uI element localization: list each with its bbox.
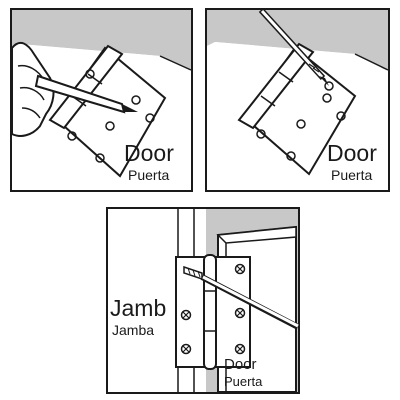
hinge	[175, 254, 251, 370]
door-label-spanish: Puerta	[128, 167, 170, 183]
screw-hole	[95, 153, 105, 163]
door-label: Door	[327, 140, 377, 166]
screw-hole	[322, 93, 332, 103]
screwdriver-shaft-inner	[202, 275, 299, 328]
knuckle-segment-line	[260, 95, 276, 107]
door-label-spanish: Puerta	[331, 167, 373, 183]
panel-install-screws-illustration	[106, 207, 300, 394]
screw-hole	[336, 111, 346, 121]
panel-drill-pilot-holes-illustration	[205, 8, 390, 192]
drill-flute	[312, 67, 320, 73]
screw	[180, 343, 192, 355]
drill-flute	[308, 63, 316, 69]
door-top-edge	[354, 53, 389, 71]
jamb-label-spanish: Jamba	[112, 322, 155, 338]
screw-hole	[145, 113, 155, 123]
hinge-knuckle	[237, 42, 315, 130]
door-top-edge	[216, 226, 297, 244]
panel-install-screws: Jamb Jamba Door Puerta	[106, 207, 300, 394]
pilot-hole	[324, 81, 334, 91]
screw-hole	[85, 69, 95, 79]
screw	[234, 343, 246, 355]
screw-hole	[296, 119, 306, 129]
wall-area	[12, 10, 191, 70]
screw-hole	[105, 121, 115, 131]
wall-area	[207, 10, 388, 70]
drill-bit	[258, 8, 334, 91]
knuckle-segment-line	[278, 71, 294, 83]
screw	[234, 307, 246, 319]
hinge-knuckle	[203, 254, 217, 370]
screw-hole	[131, 95, 141, 105]
hinge	[237, 42, 357, 176]
knuckle-segment-line	[87, 73, 103, 85]
screw	[180, 309, 192, 321]
door-label-spanish: Puerta	[224, 374, 263, 389]
door-label: Door	[224, 356, 257, 373]
screwdriver	[200, 274, 300, 330]
panel-mark-holes: Door Puerta	[10, 8, 193, 192]
jamb-label: Jamb	[110, 295, 167, 321]
panel-mark-holes-illustration	[10, 8, 193, 192]
screw-hole	[286, 151, 296, 161]
finger-line	[19, 86, 45, 101]
finger-line	[21, 107, 41, 119]
door-label: Door	[124, 140, 174, 166]
panel-drill-pilot-holes: Door Puerta	[205, 8, 390, 192]
hand-with-pencil	[11, 41, 138, 137]
screw-hole	[67, 131, 77, 141]
pencil-tip	[122, 104, 138, 112]
screw-hole	[256, 129, 266, 139]
door-top-edge	[159, 55, 192, 71]
screw	[234, 263, 246, 275]
